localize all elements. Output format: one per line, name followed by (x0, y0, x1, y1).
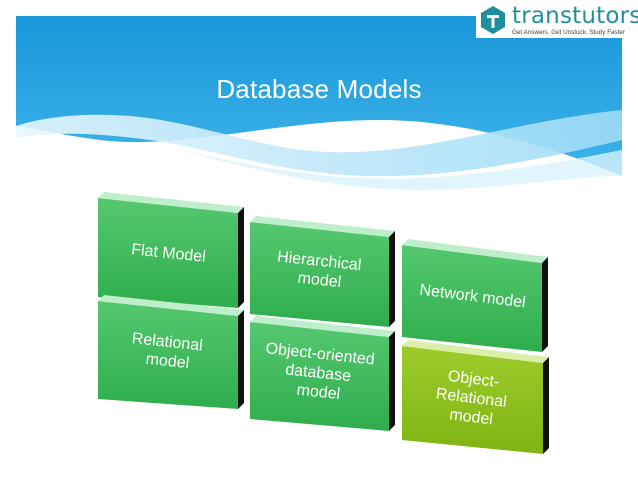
object-oriented-database-model-box: Object-oriented database model (250, 316, 395, 431)
object-oriented-label-line2: database (285, 361, 352, 385)
relational-model-label-line2: model (145, 351, 190, 372)
network-model-box: Network model (402, 239, 548, 352)
slide-title: Database Models (216, 74, 422, 104)
hierarchical-model-label-line2: model (297, 270, 342, 291)
logo-tagline: Get Answers. Get Unstuck. Study Faster (512, 29, 626, 36)
flat-model-box: Flat Model (98, 192, 244, 308)
transtutors-logo: transtutors Get Answers. Get Unstuck. St… (476, 2, 638, 38)
object-oriented-label-line3: model (296, 382, 341, 403)
header-banner (16, 16, 622, 190)
relational-model-box: Relational model (98, 295, 244, 409)
t-badge-icon (481, 6, 505, 34)
logo-wordmark: transtutors (512, 3, 638, 29)
object-relational-label-line1: Object- (447, 368, 500, 391)
hierarchical-model-box: Hierarchical model (250, 216, 395, 327)
object-relational-model-box: Object- Relational model (402, 340, 549, 454)
object-relational-label-line3: model (448, 406, 493, 428)
